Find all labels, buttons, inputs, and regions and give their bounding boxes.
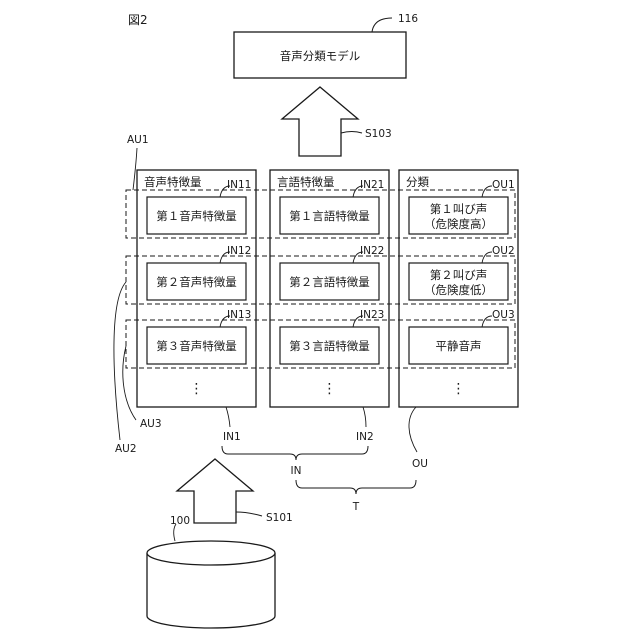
input-set-in-label: IN [291, 465, 302, 477]
class-label-ou1-line1: 第１叫び声 [430, 202, 488, 216]
step-s101-label: S101 [266, 512, 293, 524]
ou2-leader-line [482, 252, 492, 263]
group-au2-label: AU2 [115, 443, 137, 455]
feature-label-in11: 第１音声特徴量 [156, 209, 237, 223]
classification-more-ellipsis: ⋮ [452, 381, 466, 397]
model-label: 音声分類モデル [280, 49, 361, 63]
group-au3-label: AU3 [140, 418, 162, 430]
ref-ou3: OU3 [492, 309, 515, 321]
data-input-arrow [177, 459, 253, 523]
database-ref: 100 [170, 515, 190, 527]
database-top [147, 541, 275, 565]
feature-label-in12: 第２音声特徴量 [156, 275, 237, 289]
model-ref: 116 [398, 13, 418, 25]
class-label-ou2-line1: 第２叫び声 [430, 268, 488, 282]
figure-label: 図2 [128, 13, 148, 27]
training-data-brace [296, 480, 416, 494]
input-in2-label: IN2 [356, 431, 374, 443]
class-label-ou1-line2: （危険度高） [424, 217, 493, 231]
feature-label-in22: 第２言語特徴量 [289, 275, 370, 289]
ou1-leader-line [482, 186, 492, 197]
ref-in21: IN21 [360, 179, 384, 191]
in2-leader-line [363, 407, 366, 427]
training-data-t-label: T [352, 501, 360, 513]
class-label-ou3: 平静音声 [436, 339, 482, 353]
output-ou-label: OU [412, 458, 428, 470]
s101-leader-line [236, 512, 262, 516]
ref-in11: IN11 [227, 179, 251, 191]
audio-column-title: 音声特徴量 [144, 175, 202, 189]
feature-label-in13: 第３音声特徴量 [156, 339, 237, 353]
group-au1-label: AU1 [127, 134, 149, 146]
au2-leader-line [114, 282, 126, 440]
input-set-brace [222, 446, 368, 460]
class-label-ou2-line2: （危険度低） [424, 283, 493, 297]
ou3-leader-line [482, 316, 492, 327]
input-in1-label: IN1 [223, 431, 241, 443]
ref-in23: IN23 [360, 309, 384, 321]
feature-label-in21: 第１言語特徴量 [289, 209, 370, 223]
ref-ou2: OU2 [492, 245, 515, 257]
ref-ou1: OU1 [492, 179, 515, 191]
language-more-ellipsis: ⋮ [323, 381, 337, 397]
model-leader-line [372, 18, 392, 32]
ou-leader-line [409, 407, 417, 452]
feature-label-in23: 第３言語特徴量 [289, 339, 370, 353]
in1-leader-line [226, 407, 230, 427]
language-column-title: 言語特徴量 [277, 175, 335, 189]
ref-in22: IN22 [360, 245, 384, 257]
audio-more-ellipsis: ⋮ [190, 381, 204, 397]
ref-in12: IN12 [227, 245, 251, 257]
au3-leader-line [123, 346, 136, 420]
ref-in13: IN13 [227, 309, 251, 321]
s103-leader-line [341, 132, 362, 134]
step-s103-label: S103 [365, 128, 392, 140]
classification-output-arrow [282, 87, 358, 156]
classification-column-title: 分類 [406, 175, 429, 189]
